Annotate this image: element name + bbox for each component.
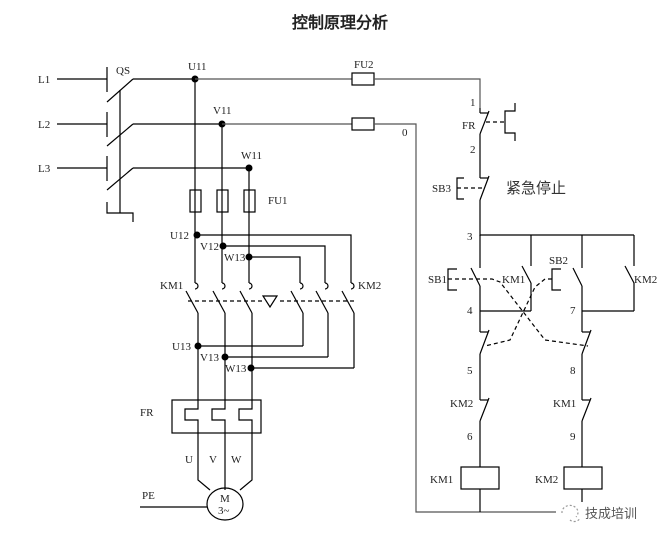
km2-main-contacts (290, 282, 355, 314)
fr-contact-label: FR (462, 120, 476, 132)
control-circuit: FU2 0 1 FR 2 SB3 紧急停止 3 SB1 (195, 59, 657, 513)
node-label-u11: U11 (188, 61, 207, 73)
forward-button-label-sb1: SB1 (428, 274, 447, 286)
mechanical-interlock-icon (261, 295, 279, 309)
motor-m (206, 487, 244, 521)
node-label-0: 0 (402, 127, 408, 139)
fuse-label-fu2: FU2 (354, 59, 374, 71)
motor-phase-label: 3~ (218, 505, 230, 517)
contactor-label-km2: KM2 (358, 280, 381, 292)
phase-label-l3: L3 (38, 163, 51, 175)
reverse-button-label-sb2: SB2 (549, 255, 568, 267)
thermal-element-icon (504, 103, 516, 141)
switch-label-qs: QS (116, 65, 130, 77)
motor-label: M (220, 493, 230, 505)
km1-hold-contact-label: KM1 (502, 274, 525, 286)
overload-label-fr: FR (140, 407, 154, 419)
wire-number-3: 3 (467, 231, 473, 243)
wire-number-1: 1 (470, 97, 476, 109)
coil-label-km2: KM2 (535, 474, 558, 486)
emergency-stop-text: 紧急停止 (506, 179, 566, 197)
watermark-text: 技成培训 (585, 506, 637, 522)
terminal-label-v: V (209, 454, 217, 466)
node-label-u13: U13 (172, 341, 191, 353)
km1-main-contacts (185, 282, 253, 314)
thermal-overload-relay (171, 399, 262, 434)
node-label-w13-low: W13 (225, 363, 247, 375)
node-label-w13-mid: W13 (224, 252, 246, 264)
wire-number-8: 8 (570, 365, 576, 377)
wire-number-4: 4 (467, 305, 473, 317)
diagram-title: 控制原理分析 (292, 13, 388, 32)
km2-hold-contact-label: KM2 (634, 274, 657, 286)
interlock-contact-label-km1: KM1 (553, 398, 576, 410)
fuse-label-fu1: FU1 (268, 195, 288, 207)
coil-label-km1: KM1 (430, 474, 453, 486)
phase-label-l1: L1 (38, 74, 50, 86)
wire-number-5: 5 (467, 365, 473, 377)
wire-number-2: 2 (470, 144, 476, 156)
wechat-icon (561, 504, 581, 523)
wire-number-6: 6 (467, 431, 473, 443)
wire-number-7: 7 (570, 305, 576, 317)
reverse-button-sb2 (551, 268, 561, 291)
terminal-label-u: U (185, 454, 193, 466)
coil-km2 (563, 466, 603, 490)
stop-button-label-sb3: SB3 (432, 183, 451, 195)
ground-label-pe: PE (142, 490, 155, 502)
main-power-circuit: L1 L2 L3 QS U11 V11 W11 (38, 61, 381, 521)
phase-label-l2: L2 (38, 119, 50, 131)
node-label-v13: V13 (200, 352, 219, 364)
fuse-fu2 (351, 72, 375, 86)
node-label-u12: U12 (170, 230, 189, 242)
terminal-label-w: W (231, 454, 242, 466)
fuse-neutral (351, 117, 375, 131)
node-label-v12: V12 (200, 241, 219, 253)
contactor-label-km1: KM1 (160, 280, 183, 292)
interlock-contact-label-km2: KM2 (450, 398, 473, 410)
node-label-v11: V11 (213, 105, 232, 117)
watermark: 技成培训 (556, 502, 656, 524)
node-label-w11: W11 (241, 150, 262, 162)
coil-km1 (460, 466, 500, 490)
wire-number-9: 9 (570, 431, 576, 443)
